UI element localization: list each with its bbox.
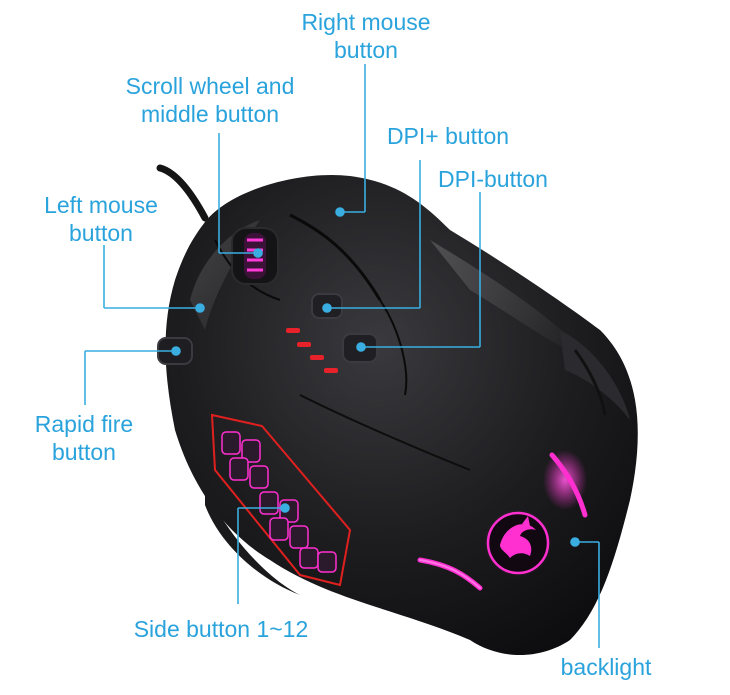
redragon-dragon-logo-icon <box>484 509 552 577</box>
backlight-label: backlight <box>560 654 652 680</box>
right-mouse-button-label: Right mouse button <box>301 9 431 63</box>
backlight-strips <box>417 450 588 591</box>
callout-lines <box>84 64 600 648</box>
rapid-fire-button-label: Rapid fire button <box>34 411 134 465</box>
scroll-wheel-label: Scroll wheel and middle button <box>125 73 295 127</box>
dpi-minus-button-label: DPI-button <box>438 166 548 192</box>
dpi-plus-button-label: DPI+ button <box>386 123 510 149</box>
left-mouse-button-label: Left mouse button <box>44 192 158 246</box>
side-button-panel <box>210 413 352 587</box>
usb-cable <box>156 164 209 222</box>
dpi-indicator-leds <box>286 328 338 373</box>
side-buttons-label: Side button 1~12 <box>133 616 309 642</box>
